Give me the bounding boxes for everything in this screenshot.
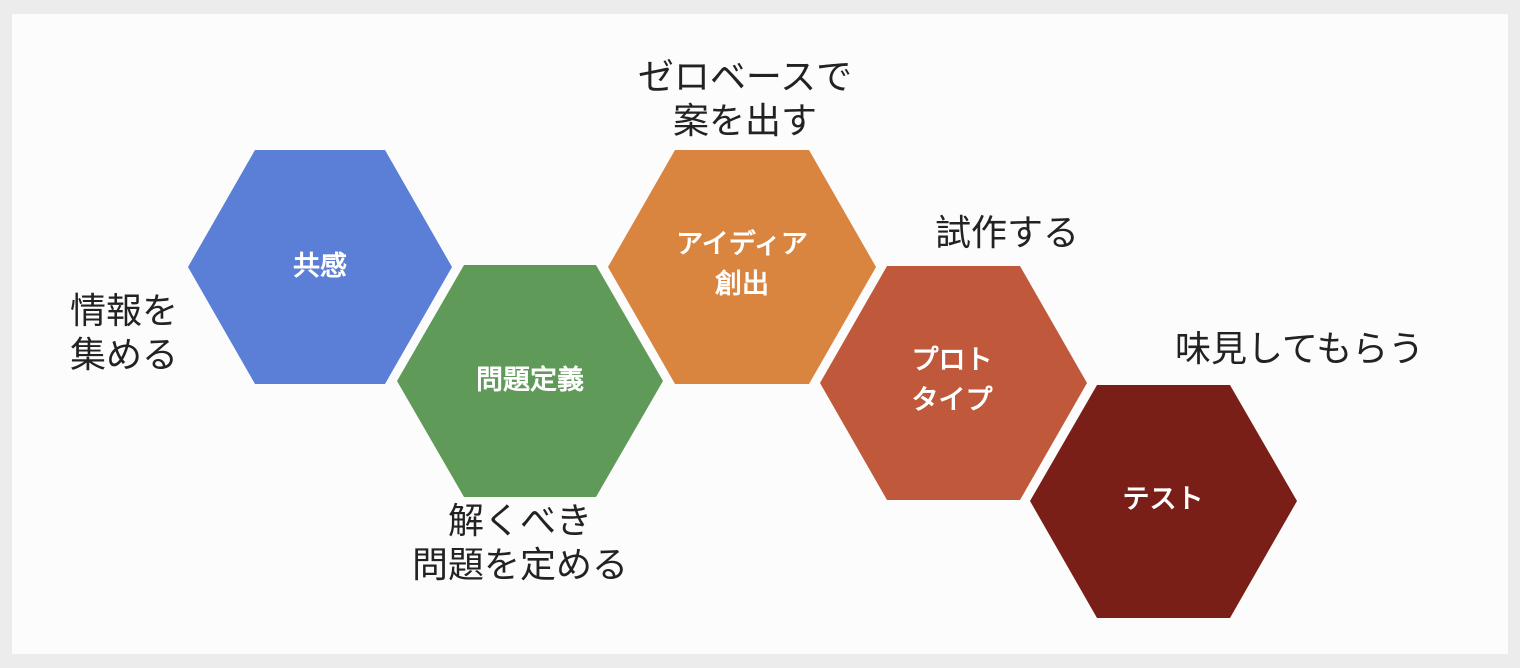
note-ideate: ゼロベースで 案を出す [615,56,875,144]
note-line: 案を出す [672,101,817,142]
hexagon-test [1030,385,1297,618]
note-line: 集める [70,335,179,376]
hexagon-label-ideate: アイディア 創出 [676,225,808,305]
hexagon-label-test: テスト [1122,484,1204,515]
hexagon-label-line: 創出 [714,269,769,300]
hexagon-label-line: アイディア [676,229,808,260]
note-line: 情報を [70,291,179,332]
note-line: 解くべき [447,501,592,542]
note-prototype: 試作する [935,213,1080,254]
hexagon-ideate [608,150,876,384]
note-define: 解くべき 問題を定める [395,500,645,588]
note-line: 問題を定める [411,545,628,586]
note-empathize: 情報を 集める [70,290,178,378]
hexagon-prototype [820,266,1087,500]
hexagon-label-define: 問題定義 [476,365,584,396]
note-line: ゼロベースで [637,57,853,98]
hexagon-label-prototype: プロト タイプ [912,341,993,421]
note-test: 味見してもらう [1175,329,1425,370]
hexagon-empathize [188,150,452,384]
hexagon-label-line: タイプ [911,385,993,416]
hexagon-define [397,265,663,497]
hexagon-label-empathize: 共感 [293,251,347,282]
hexagon-label-line: プロト [911,345,993,376]
